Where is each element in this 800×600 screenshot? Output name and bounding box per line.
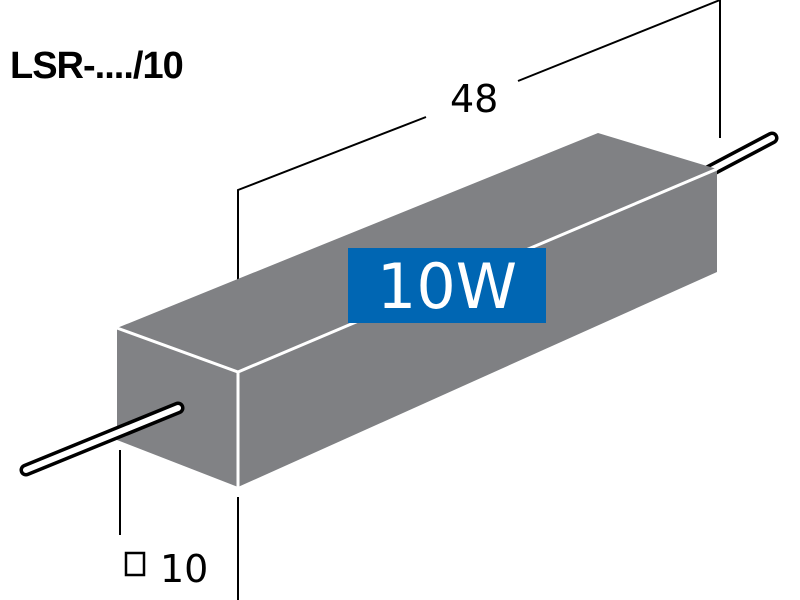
- model-title: LSR-..../10: [10, 45, 183, 87]
- cross-section-label: 10: [160, 547, 208, 591]
- length-dimension-label: 48: [450, 77, 498, 121]
- left-lead-wire: [19, 401, 185, 477]
- side-face: [238, 169, 717, 487]
- square-section-icon: [124, 551, 146, 577]
- power-rating-badge: [348, 248, 546, 323]
- power-rating-text: 10W: [377, 250, 517, 323]
